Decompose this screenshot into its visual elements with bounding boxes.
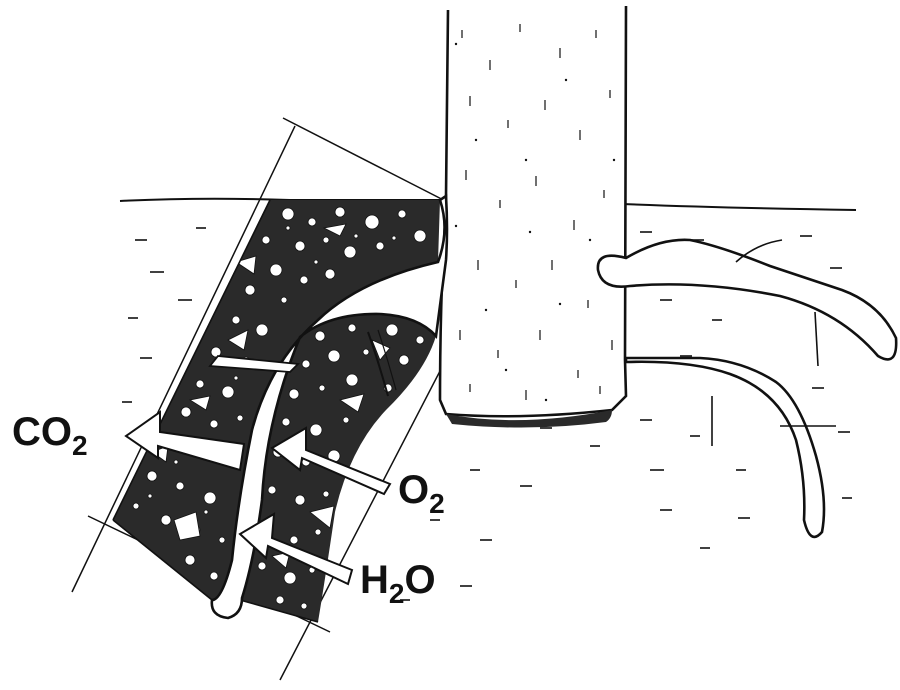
o2-label-subscript: 2: [429, 488, 445, 519]
co2-label: CO2: [12, 412, 88, 452]
co2-label-main: CO: [12, 410, 72, 454]
h2o-label: H2O: [360, 560, 436, 600]
co2-label-subscript: 2: [72, 430, 88, 461]
o2-label-main: O: [398, 468, 429, 512]
h2o-label-main: H: [360, 558, 389, 602]
h2o-label-subscript: 2: [389, 578, 405, 609]
tree-trunk: [440, 6, 626, 428]
h2o-label-suffix: O: [404, 558, 435, 602]
lateral-roots: [598, 240, 896, 537]
o2-label: O2: [398, 470, 445, 510]
